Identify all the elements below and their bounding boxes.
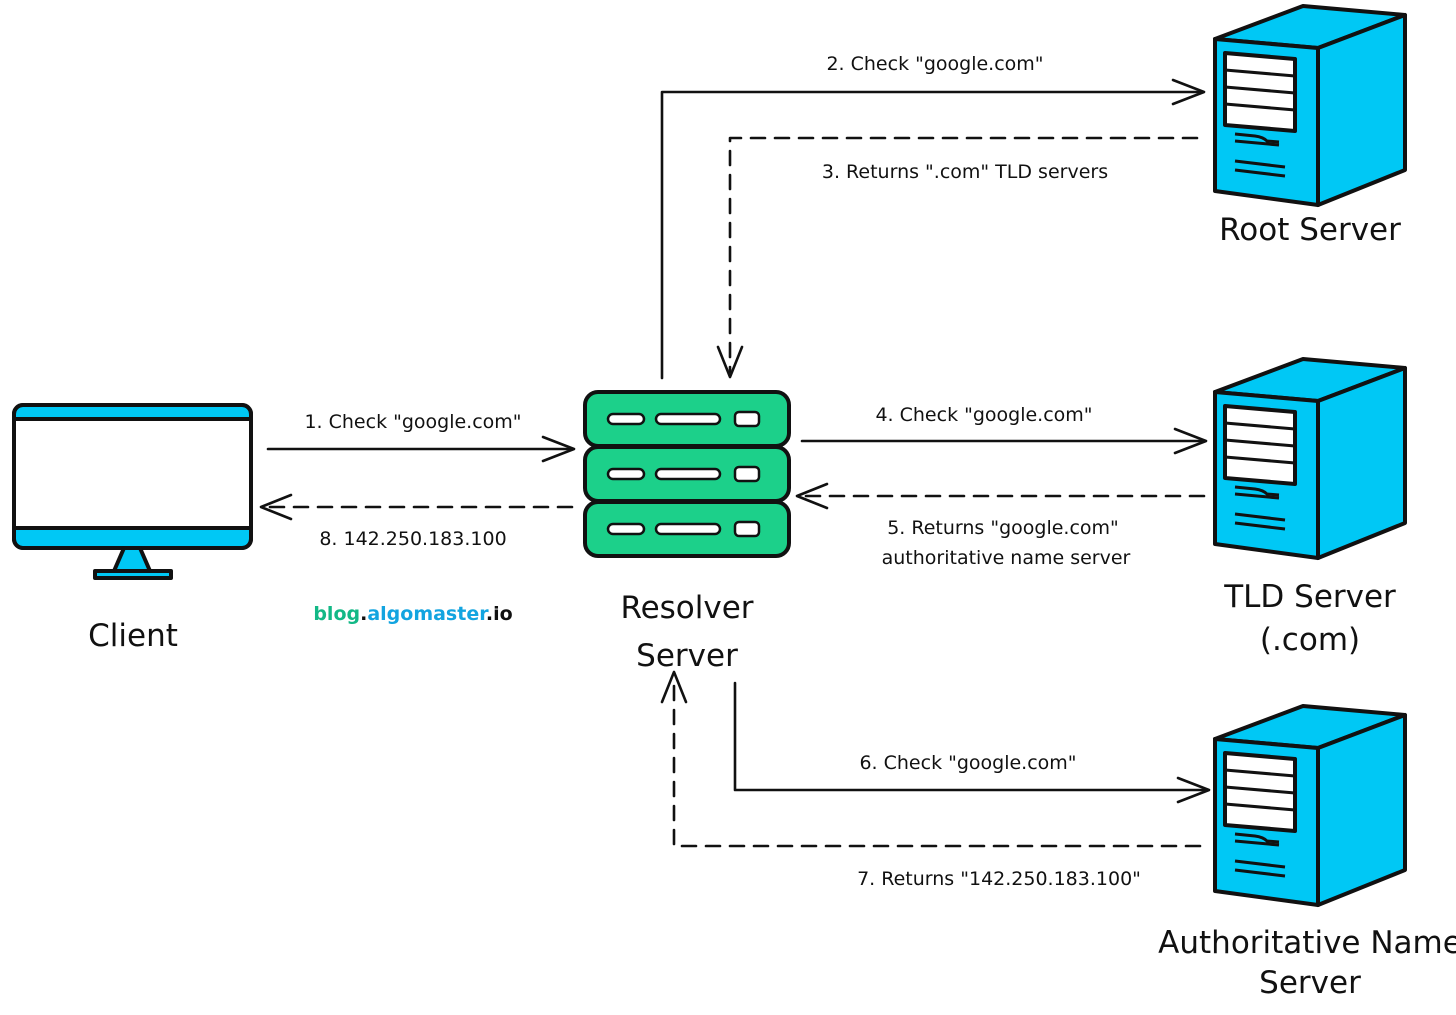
step-4-label: 4. Check "google.com": [875, 404, 1092, 426]
tower-side-face: [1316, 366, 1407, 560]
tower-vent-line: [1234, 859, 1286, 869]
step-8-label: 8. 142.250.183.100: [319, 528, 506, 550]
step-5-label-line2: authoritative name server: [882, 547, 1131, 569]
tower-power-slot: [1234, 132, 1280, 144]
arrow-step-5: [795, 482, 1206, 510]
client-monitor-icon: [12, 403, 253, 580]
resolver-rack-unit: [583, 390, 791, 448]
tower-vent-line: [1234, 168, 1286, 178]
tower-vent-line: [1234, 521, 1286, 531]
client-label: Client: [88, 618, 178, 654]
arrow-step-8: [259, 493, 574, 521]
authoritative-server-label-line1: Authoritative Name: [1158, 925, 1456, 961]
tower-power-slot: [1234, 839, 1280, 847]
authoritative-server-icon: [1213, 704, 1407, 907]
tower-bay-line: [1224, 68, 1296, 78]
tower-bay-line: [1224, 802, 1296, 812]
brand-watermark: blog.algomaster.io: [313, 603, 512, 625]
tower-bay-line: [1224, 421, 1296, 431]
brand-part-io: .io: [486, 603, 513, 625]
step-6-label: 6. Check "google.com": [859, 752, 1076, 774]
tld-server-label-line2: (.com): [1260, 622, 1360, 658]
tower-side-face: [1316, 713, 1407, 907]
authoritative-server-label-line2: Server: [1259, 965, 1361, 1001]
arrow-step-7: [660, 670, 1202, 848]
step-3-label: 3. Returns ".com" TLD servers: [822, 161, 1108, 183]
step-7-label: 7. Returns "142.250.183.100": [857, 868, 1141, 890]
resolver-rack-unit: [583, 445, 791, 503]
tower-power-slot: [1234, 139, 1280, 147]
tower-power-slot: [1234, 485, 1280, 497]
resolver-server-icon: [583, 390, 791, 558]
resolver-rack-unit: [583, 500, 791, 558]
step-5-label-line1: 5. Returns "google.com": [887, 517, 1119, 539]
brand-dot: .: [360, 603, 367, 625]
tower-power-slot: [1234, 832, 1280, 844]
tower-vent-line: [1234, 868, 1286, 878]
tower-bay-line: [1224, 785, 1296, 795]
tower-vent-line: [1234, 512, 1286, 522]
step-1-label: 1. Check "google.com": [304, 411, 521, 433]
tower-bay-line: [1224, 455, 1296, 465]
tower-side-face: [1316, 13, 1407, 207]
tower-bay-line: [1224, 768, 1296, 778]
tower-power-slot: [1234, 492, 1280, 500]
root-server-icon: [1213, 4, 1407, 207]
tower-bay-line: [1224, 102, 1296, 112]
resolver-label-line2: Server: [636, 638, 738, 674]
arrow-step-4: [800, 427, 1208, 455]
tower-bay-line: [1224, 438, 1296, 448]
arrow-step-2: [660, 78, 1206, 380]
arrow-step-1: [266, 435, 576, 463]
tower-bay-line: [1224, 85, 1296, 95]
root-server-label: Root Server: [1219, 212, 1401, 248]
arrow-step-6: [733, 681, 1211, 804]
resolver-label-line1: Resolver: [620, 590, 753, 626]
brand-part-blog: blog: [313, 603, 360, 625]
step-2-label: 2. Check "google.com": [826, 53, 1043, 75]
brand-part-algomaster: algomaster: [367, 603, 489, 625]
tower-vent-line: [1234, 159, 1286, 169]
tld-server-icon: [1213, 357, 1407, 560]
arrow-step-3: [716, 136, 1199, 379]
tld-server-label-line1: TLD Server: [1223, 579, 1396, 615]
